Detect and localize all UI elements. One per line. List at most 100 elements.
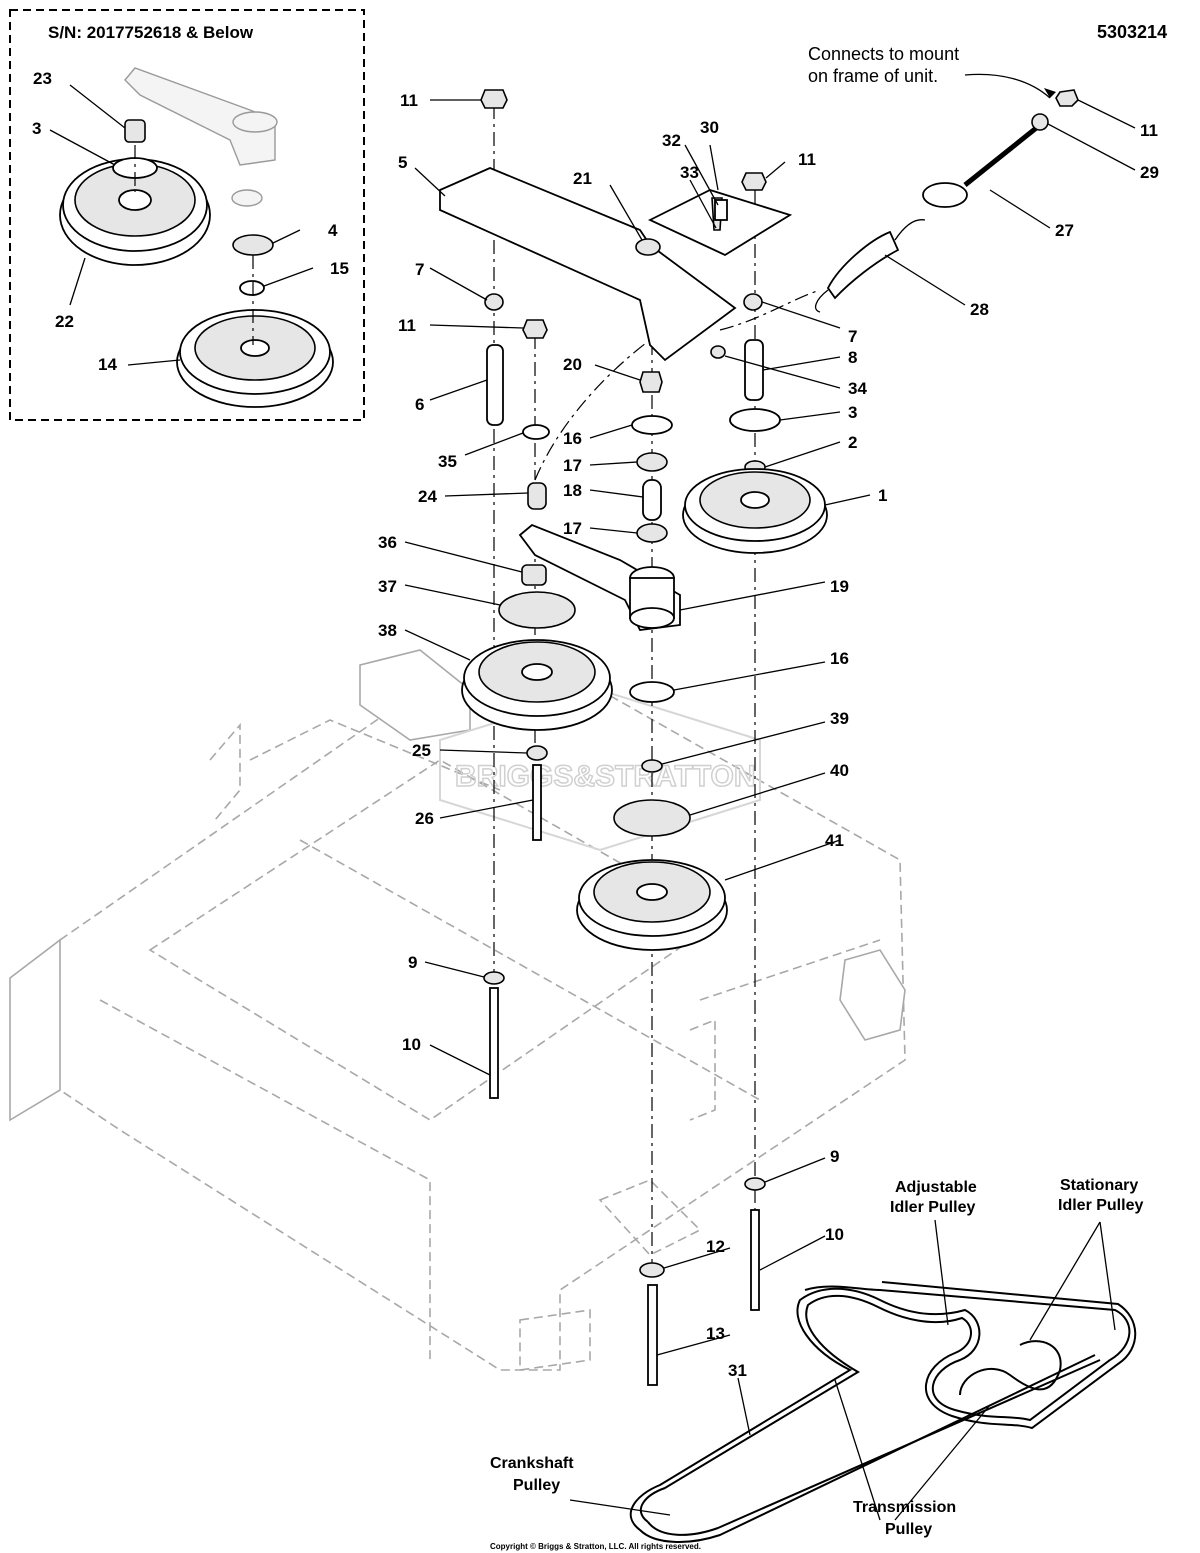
spacer-7-left [484,293,504,311]
callout-17-top: 17 [563,456,582,475]
washer-9-right [744,1177,766,1191]
nut-11-far [1055,89,1079,107]
callout-17-bottom: 17 [563,519,582,538]
callout-32: 32 [662,131,681,150]
label-crankshaft-1: Crankshaft [490,1455,574,1472]
callout-34: 34 [848,379,867,398]
callout-22: 22 [55,312,74,331]
callout-33: 33 [680,163,699,182]
callout-9-left: 9 [408,953,417,972]
callout-19: 19 [830,577,849,596]
bracket-5 [439,167,737,362]
brand-watermark: BRIGGS&STRATTON [439,688,761,852]
callout-2: 2 [848,433,857,452]
callout-36: 36 [378,533,397,552]
callout-3-inset: 3 [32,119,41,138]
pulley-1 [682,468,828,554]
washer-3 [729,408,781,432]
callout-9-right: 9 [830,1147,839,1166]
note-line-2: on frame of unit. [808,66,938,86]
callout-12: 12 [706,1237,725,1256]
callout-27: 27 [1055,221,1074,240]
callout-23: 23 [33,69,52,88]
callout-31: 31 [728,1361,747,1380]
pulley-41 [576,859,728,951]
callout-3: 3 [848,403,857,422]
washer-9-left [483,971,505,985]
callout-38: 38 [378,621,397,640]
belt-31 [629,1281,1137,1543]
bolt-10-left [489,987,499,1099]
callout-35: 35 [438,452,457,471]
label-stationary-idler-2: Idler Pulley [1058,1197,1143,1214]
callout-25: 25 [412,741,431,760]
inset-box: S/N: 2017752618 & Below [9,9,365,421]
callout-16-top: 16 [563,429,582,448]
callout-30: 30 [700,118,719,137]
cover-40 [613,799,691,837]
note-line-1: Connects to mount [808,44,959,64]
bolt-10-right [750,1209,760,1311]
bearing-17-bottom [636,523,668,543]
callout-8: 8 [848,348,857,367]
washer-16-bottom [629,681,675,703]
callout-24: 24 [418,487,437,506]
washer-39 [641,759,663,773]
callout-21: 21 [573,169,592,188]
callout-15: 15 [330,259,349,278]
tube-8 [744,339,764,401]
callout-10-right: 10 [825,1225,844,1244]
callout-7-right: 7 [848,327,857,346]
washer-25 [526,745,548,761]
callout-29: 29 [1140,163,1159,182]
callout-11-right: 11 [798,150,816,169]
copyright-text: Copyright © Briggs & Stratton, LLC. All … [490,1542,701,1551]
callout-14: 14 [98,355,117,374]
callout-11-top: 11 [400,91,418,110]
callout-13: 13 [706,1324,725,1343]
bearing-17-top [636,452,668,472]
callout-10-left: 10 [402,1035,421,1054]
nut-11-right [741,172,767,191]
callout-11-mid: 11 [398,316,416,335]
label-stationary-idler-1: Stationary [1060,1177,1138,1194]
callout-18: 18 [563,481,582,500]
callout-39: 39 [830,709,849,728]
cover-37 [498,591,576,629]
spring-28 [814,219,926,313]
nut-11-mid [522,319,548,339]
washer-12 [639,1262,665,1278]
spacer-7-right [743,293,763,311]
nut-11-top [480,89,508,109]
label-transmission-1: Transmission [853,1499,956,1516]
callout-5: 5 [398,153,407,172]
callout-7-left: 7 [415,260,424,279]
bushing-24 [527,482,547,510]
callout-41: 41 [825,831,844,850]
callout-26: 26 [415,809,434,828]
callout-20: 20 [563,355,582,374]
callout-40: 40 [830,761,849,780]
leader-lines [49,73,1136,1521]
spacer-36 [521,564,547,586]
mower-frame-ghost [9,649,906,1371]
nut-29 [1031,113,1049,131]
tube-6 [486,344,504,426]
nut-34 [710,345,726,359]
callout-labels: 5303214 Connects to mount on frame of un… [32,22,1167,1551]
diagram-id: 5303214 [1097,22,1167,42]
nut-20 [639,371,663,393]
washer-16-top [631,415,673,435]
callout-1: 1 [878,486,887,505]
bolt-26 [532,764,542,841]
spacer-18 [642,479,662,521]
callout-28: 28 [970,300,989,319]
label-transmission-2: Pulley [885,1521,932,1538]
inset-title: S/N: 2017752618 & Below [48,23,254,42]
callout-11-far: 11 [1140,121,1158,140]
label-adjustable-idler-1: Adjustable [895,1179,977,1196]
watermark-text: BRIGGS&STRATTON [455,760,756,793]
label-crankshaft-2: Pulley [513,1477,560,1494]
parts [439,89,1079,1386]
